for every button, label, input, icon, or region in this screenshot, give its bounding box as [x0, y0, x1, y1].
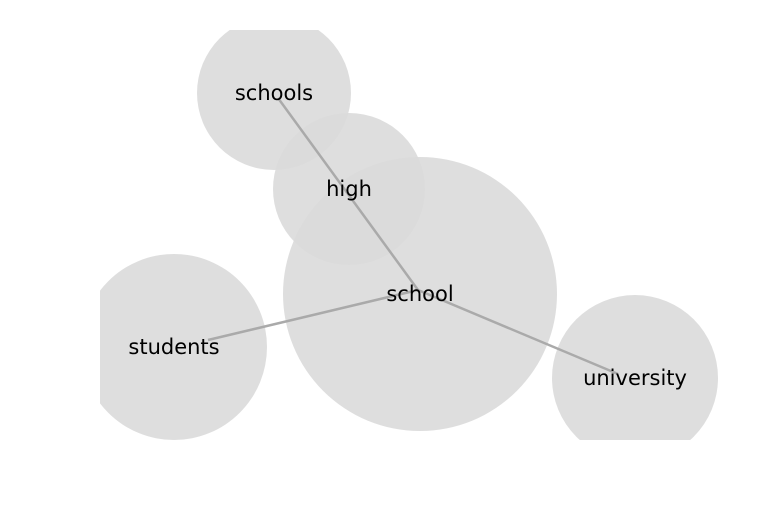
bubble-students	[100, 254, 267, 440]
label-layer: schools high school students university	[128, 81, 687, 390]
edge-school-students	[207, 288, 419, 342]
node-label-schools: schools	[235, 81, 313, 105]
bubble-layer	[100, 30, 718, 440]
node-label-high: high	[326, 177, 372, 201]
bubble-university	[552, 295, 718, 440]
node-label-university: university	[583, 366, 687, 390]
node-label-school: school	[386, 282, 453, 306]
edge-school-university	[417, 288, 619, 376]
edge-layer	[207, 97, 619, 376]
edge-schools-school	[276, 97, 420, 291]
node-label-students: students	[128, 335, 219, 359]
bubble-school	[283, 157, 557, 431]
